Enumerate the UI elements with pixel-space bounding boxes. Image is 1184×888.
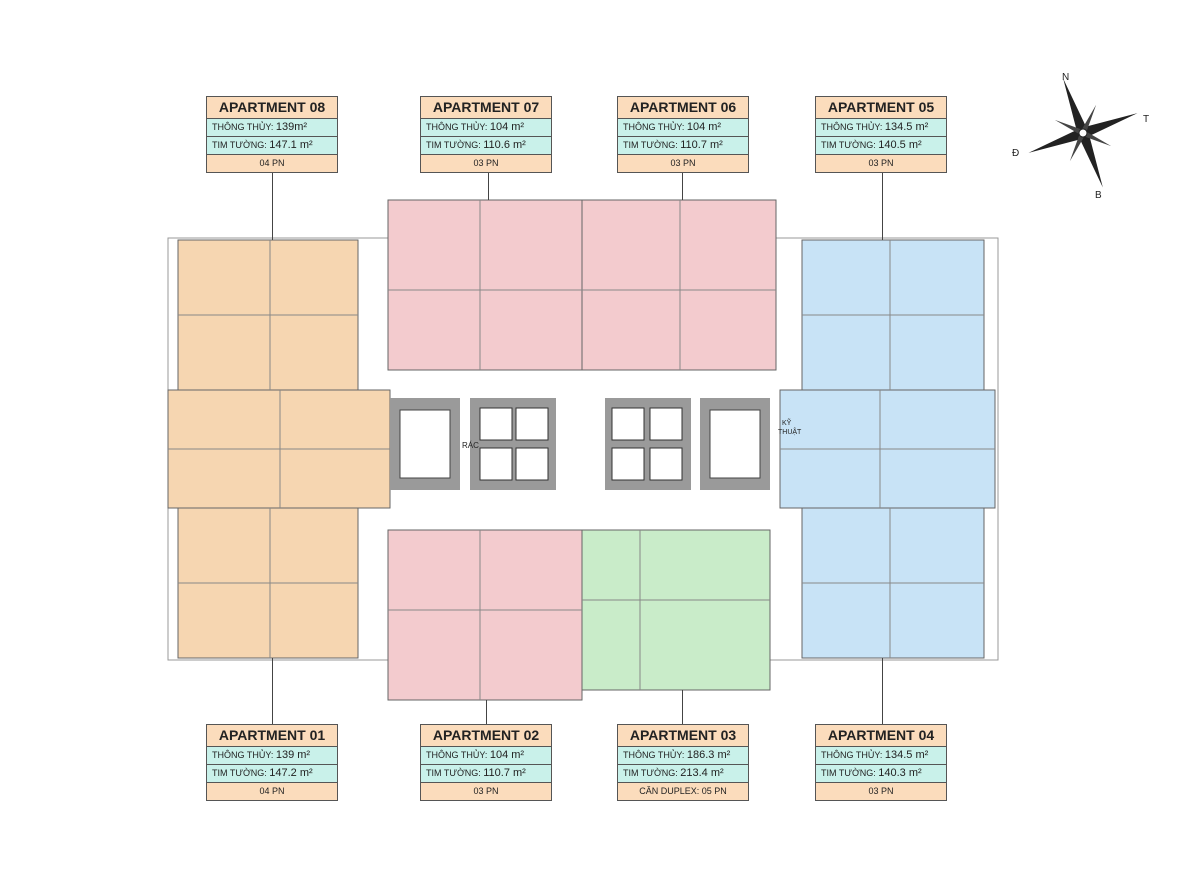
gross-area-label: TIM TƯỜNG: <box>212 140 267 150</box>
gross-area-value: 147.2 m² <box>269 767 313 779</box>
trash-room-label: RÁC <box>462 441 479 450</box>
gross-area-label: TIM TƯỜNG: <box>623 768 678 778</box>
interior-walls <box>168 200 995 700</box>
apartment-03-info: APARTMENT 03 THÔNG THỦY: 186.3 m² TIM TƯ… <box>617 724 749 801</box>
bedroom-count: 03 PN <box>421 783 551 800</box>
apartment-title: APARTMENT 08 <box>207 97 337 119</box>
net-area-label: THÔNG THỦY: <box>623 750 685 760</box>
gross-area-value: 110.7 m² <box>483 767 526 779</box>
bedroom-count: 03 PN <box>421 155 551 172</box>
gross-area-value: 140.5 m² <box>878 139 922 151</box>
net-area-label: THÔNG THỦY: <box>821 750 883 760</box>
apartment-04-info: APARTMENT 04 THÔNG THỦY: 134.5 m² TIM TƯ… <box>815 724 947 801</box>
technical-room-label-2: THUẬT <box>778 427 802 436</box>
net-area-label: THÔNG THỦY: <box>426 122 488 132</box>
apartment-06-info: APARTMENT 06 THÔNG THỦY: 104 m² TIM TƯỜN… <box>617 96 749 173</box>
gross-area-value: 110.6 m² <box>483 139 526 151</box>
net-area-value: 139m² <box>275 121 308 133</box>
net-area-value: 186.3 m² <box>686 749 731 761</box>
gross-area-label: TIM TƯỜNG: <box>426 140 481 150</box>
net-area-label: THÔNG THỦY: <box>212 122 274 132</box>
gross-area-label: TIM TƯỜNG: <box>821 768 876 778</box>
unit-apartment-06 <box>581 199 777 371</box>
gross-area-value: 213.4 m² <box>680 767 724 779</box>
bedroom-count: 04 PN <box>207 783 337 800</box>
compass-rose-icon <box>1028 78 1138 188</box>
net-area-label: THÔNG THỦY: <box>426 750 488 760</box>
apartment-07-info: APARTMENT 07 THÔNG THỦY: 104 m² TIM TƯỜN… <box>420 96 552 173</box>
net-area-value: 134.5 m² <box>884 749 929 761</box>
bedroom-count: 03 PN <box>618 155 748 172</box>
apartment-01-info: APARTMENT 01 THÔNG THỦY: 139 m² TIM TƯỜN… <box>206 724 338 801</box>
gross-area-value: 110.7 m² <box>680 139 723 151</box>
compass-north: N <box>1062 72 1069 83</box>
apartment-title: APARTMENT 02 <box>421 725 551 747</box>
apartment-title: APARTMENT 03 <box>618 725 748 747</box>
net-area-value: 139 m² <box>275 749 311 761</box>
net-area-label: THÔNG THỦY: <box>623 122 685 132</box>
gross-area-value: 140.3 m² <box>878 767 922 779</box>
apartment-02-info: APARTMENT 02 THÔNG THỦY: 104 m² TIM TƯỜN… <box>420 724 552 801</box>
gross-area-label: TIM TƯỜNG: <box>623 140 678 150</box>
gross-area-label: TIM TƯỜNG: <box>821 140 876 150</box>
net-area-value: 104 m² <box>686 121 722 133</box>
compass-west: Đ <box>1012 148 1019 159</box>
apartment-05-info: APARTMENT 05 THÔNG THỦY: 134.5 m² TIM TƯ… <box>815 96 947 173</box>
gross-area-label: TIM TƯỜNG: <box>212 768 267 778</box>
apartment-title: APARTMENT 01 <box>207 725 337 747</box>
apartment-08-info: APARTMENT 08 THÔNG THỦY: 139m² TIM TƯỜNG… <box>206 96 338 173</box>
apartment-title: APARTMENT 06 <box>618 97 748 119</box>
compass-south: B <box>1095 190 1102 201</box>
unit-apartment-02 <box>387 529 583 701</box>
bedroom-count: CĂN DUPLEX: 05 PN <box>618 783 748 800</box>
net-area-label: THÔNG THỦY: <box>212 750 274 760</box>
bedroom-count: 03 PN <box>816 783 946 800</box>
apartment-title: APARTMENT 05 <box>816 97 946 119</box>
apartment-title: APARTMENT 07 <box>421 97 551 119</box>
gross-area-value: 147.1 m² <box>269 139 313 151</box>
bedroom-count: 03 PN <box>816 155 946 172</box>
technical-room-label-1: KỸ <box>782 418 792 427</box>
net-area-value: 104 m² <box>489 121 525 133</box>
compass-east: T <box>1143 114 1149 125</box>
net-area-value: 104 m² <box>489 749 525 761</box>
net-area-value: 134.5 m² <box>884 121 929 133</box>
gross-area-label: TIM TƯỜNG: <box>426 768 481 778</box>
unit-apartment-03 <box>581 529 771 691</box>
bedroom-count: 04 PN <box>207 155 337 172</box>
apartment-title: APARTMENT 04 <box>816 725 946 747</box>
net-area-label: THÔNG THỦY: <box>821 122 883 132</box>
unit-apartment-07 <box>387 199 583 371</box>
